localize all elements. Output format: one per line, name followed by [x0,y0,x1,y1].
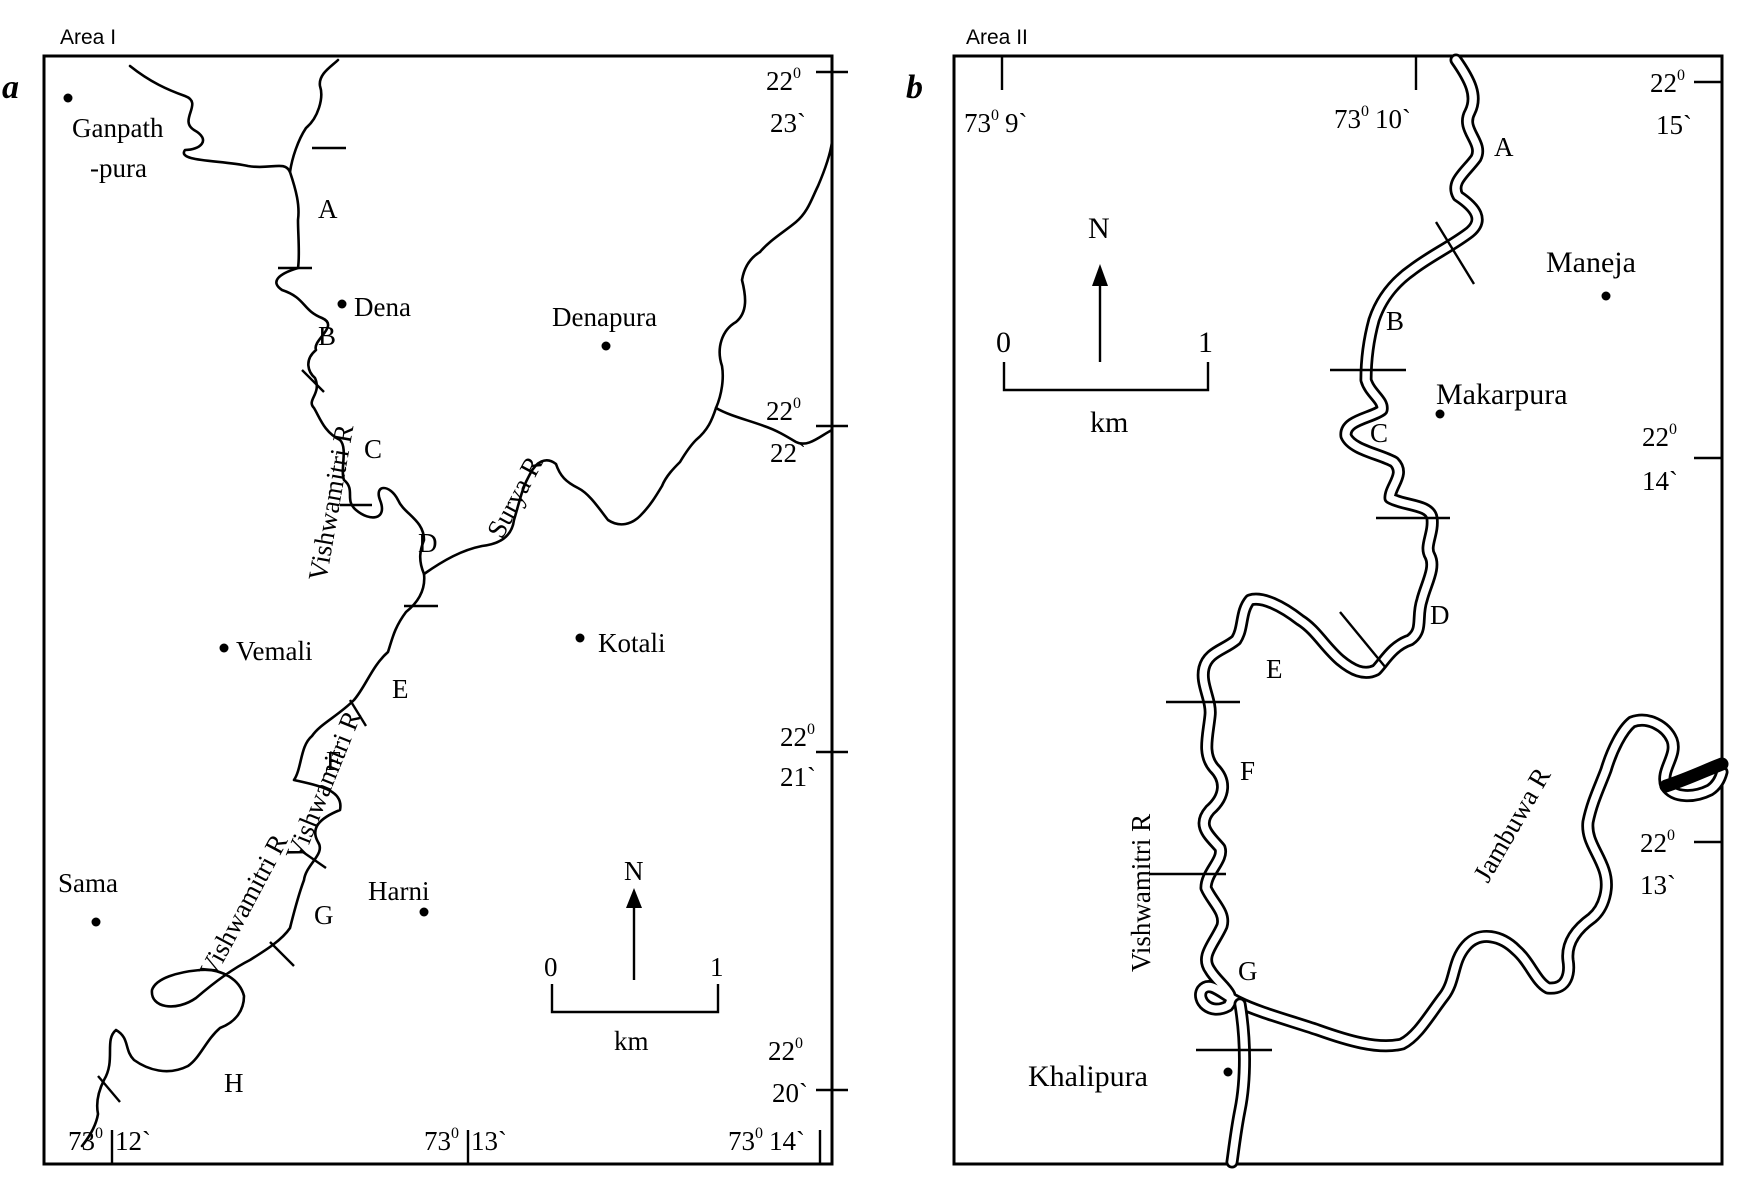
dot-vemali [219,643,229,653]
segment-a-C: C [364,434,382,464]
segment-b-A: A [1494,132,1514,162]
segment-a-F: F [326,746,341,776]
lat-a-1-min: 23` [770,108,806,138]
lat-a-4: 220 [768,1035,803,1066]
segment-a-H: H [224,1068,244,1098]
panel-b-frame [952,54,1724,1166]
north-label-b: N [1088,212,1110,245]
segment-a-E: E [392,674,409,704]
dot-harni [419,907,429,917]
segment-b-G: G [1238,956,1258,986]
segment-a-A: A [318,194,338,224]
vishwamitri-river-b-inner [1196,56,1726,1050]
place-khalipura: Khalipura [1028,1060,1148,1093]
lat-b-1-min: 15` [1656,110,1692,140]
panel-b-area-label: Area II [966,26,1028,49]
segment-a-D: D [418,528,438,558]
dot-dena [337,299,347,309]
scale-bar-a: 0 1 km [544,952,724,1056]
lat-b-2: 220 [1642,421,1677,452]
place-pura: -pura [90,153,147,183]
panel-b: b Area II Maneja Makarpura Khalipura Vis… [906,26,1729,1169]
place-vemali: Vemali [236,636,312,666]
dot-makarpura [1435,409,1445,419]
segment-b-B: B [1386,306,1404,336]
place-harni: Harni [368,876,429,906]
place-denapura: Denapura [552,302,657,332]
scale-bar-b: 0 1 km [996,326,1213,439]
lat-b-3-min: 13` [1640,870,1676,900]
panel-a-letter: a [2,69,19,106]
segment-b-E: E [1266,654,1283,684]
jambuwa-branch-b [1659,757,1729,793]
north-arrow-b: N [1088,212,1110,362]
lat-a-3: 220 [780,721,815,752]
scale-a-end: 1 [710,952,724,982]
segment-b-D: D [1430,600,1450,630]
place-sama: Sama [58,868,118,898]
segment-b-F: F [1240,756,1255,786]
lat-b-1: 220 [1650,67,1685,98]
river-label-vishwamitri-a2: Vishwamitri R [280,706,367,864]
scale-b-unit: km [1090,406,1128,439]
scale-b-start: 0 [996,326,1011,359]
scale-b-end: 1 [1198,326,1213,359]
place-ganpath: Ganpath [72,113,164,143]
tick-b-4 [1339,611,1387,669]
place-makarpura: Makarpura [1436,378,1568,411]
tick-a-8 [269,941,295,967]
panel-a-area-label: Area I [60,26,116,49]
dot-kotali [575,633,585,643]
river-label-vishwamitri-b: Vishwamitri R [1126,814,1156,972]
dot-sama [91,917,101,927]
lat-a-4-min: 20` [772,1078,808,1108]
tributary-a-upper [288,58,340,174]
tick-a-6 [348,699,368,727]
segment-a-B: B [318,321,336,351]
surya-branch-a [714,406,834,445]
dot-ganpathpura [63,93,73,103]
tick-b-1 [1434,221,1476,285]
vishwamitri-outflow-b-inner [1228,1000,1249,1166]
tick-a-9 [97,1075,121,1103]
panel-a: a Area I Ganpath -pura Dena Denap [2,26,848,1166]
dot-khalipura [1223,1067,1233,1077]
panel-a-frame [42,54,834,1166]
place-kotali: Kotali [598,628,666,658]
north-label-a: N [624,856,644,886]
lat-a-2-min: 22` [770,438,806,468]
scale-a-start: 0 [544,952,558,982]
river-label-vishwamitri-a3: Vishwamitri R [193,829,294,983]
tick-a-3 [301,369,325,393]
river-label-jambuwa: Jambuwa R [1467,762,1556,887]
lat-a-3-min: 21` [780,762,816,792]
lat-a-2: 220 [766,395,801,426]
segment-b-C: C [1370,418,1388,448]
lat-b-3: 220 [1640,827,1675,858]
scale-a-unit: km [614,1026,649,1056]
lat-a-1: 220 [766,65,801,96]
segment-a-G: G [314,900,334,930]
north-arrow-a: N [624,856,644,980]
tick-a-7 [299,849,327,869]
dot-maneja [1601,291,1611,301]
place-dena: Dena [354,292,411,322]
lat-b-2-min: 14` [1642,466,1678,496]
place-maneja: Maneja [1546,246,1636,279]
panel-b-letter: b [906,69,923,106]
vishwamitri-river-a [80,64,426,1148]
dot-denapura [601,341,611,351]
surya-river-a [422,140,834,576]
river-label-surya: Surya R [481,451,549,543]
